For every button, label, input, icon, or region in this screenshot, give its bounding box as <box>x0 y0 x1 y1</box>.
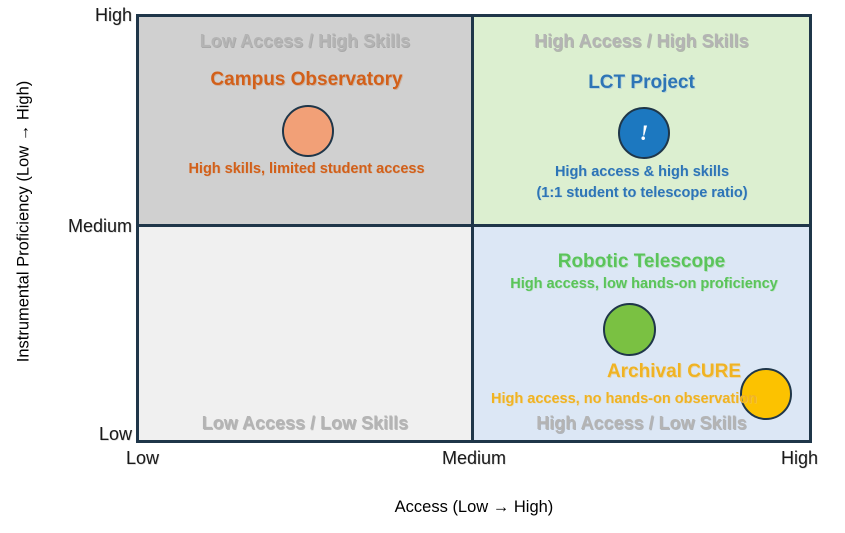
exclamation-icon: ! <box>639 120 649 145</box>
item-desc-campus-observatory: High skills, limited student access <box>188 161 425 177</box>
item-desc-archival-cure: High access, no hands-on observation <box>491 391 757 407</box>
quadrant-low-access-low-skills[interactable]: Low Access / Low Skills <box>139 227 474 440</box>
bubble-lct-project[interactable]: ! <box>618 107 670 159</box>
item-title-campus-observatory: Campus Observatory <box>210 69 403 90</box>
item-title-lct-project: LCT Project <box>588 72 695 93</box>
y-tick-low: Low <box>98 424 132 444</box>
bubble-archival-cure[interactable] <box>740 368 792 420</box>
quadrant-caption-bottom-left: Low Access / Low Skills <box>201 413 409 433</box>
y-tick-high: High <box>94 5 132 25</box>
quadrant-caption-top-right: High Access / High Skills <box>534 31 749 51</box>
quadrant-chart-plot-area: Low Access / High Skills Campus Observat… <box>136 14 812 443</box>
x-tick-high: High <box>780 448 818 468</box>
quadrant-high-access-high-skills[interactable]: High Access / High Skills LCT Project ! … <box>474 17 809 227</box>
item-title-archival-cure: Archival CURE <box>606 361 742 382</box>
x-tick-medium: Medium <box>441 448 507 468</box>
y-tick-medium: Medium <box>67 216 132 236</box>
y-axis-tick-labels: High Medium Low <box>0 0 132 533</box>
x-tick-low: Low <box>126 448 160 468</box>
item-desc-lct-project-line2: (1:1 student to telescope ratio) <box>536 185 748 202</box>
quadrant-high-access-low-skills[interactable]: High Access / Low Skills Robotic Telesco… <box>474 227 809 440</box>
quadrant-caption-bottom-right: High Access / Low Skills <box>536 413 747 433</box>
quadrant-caption-top-left: Low Access / High Skills <box>199 31 411 51</box>
bubble-robotic-telescope[interactable] <box>603 303 656 356</box>
x-axis-title: Access (Low → High) <box>394 498 554 516</box>
quadrant-low-access-high-skills[interactable]: Low Access / High Skills Campus Observat… <box>139 17 474 227</box>
item-desc-lct-project-line1: High access & high skills <box>554 164 730 180</box>
x-axis-tick-labels: Low Medium High <box>126 448 818 474</box>
item-desc-lct-project: High access & high skills (1:1 student t… <box>482 162 802 204</box>
item-desc-robotic-telescope: High access, low hands-on proficiency <box>510 276 778 292</box>
bubble-campus-observatory[interactable] <box>282 105 334 157</box>
item-title-robotic-telescope: Robotic Telescope <box>557 251 726 272</box>
